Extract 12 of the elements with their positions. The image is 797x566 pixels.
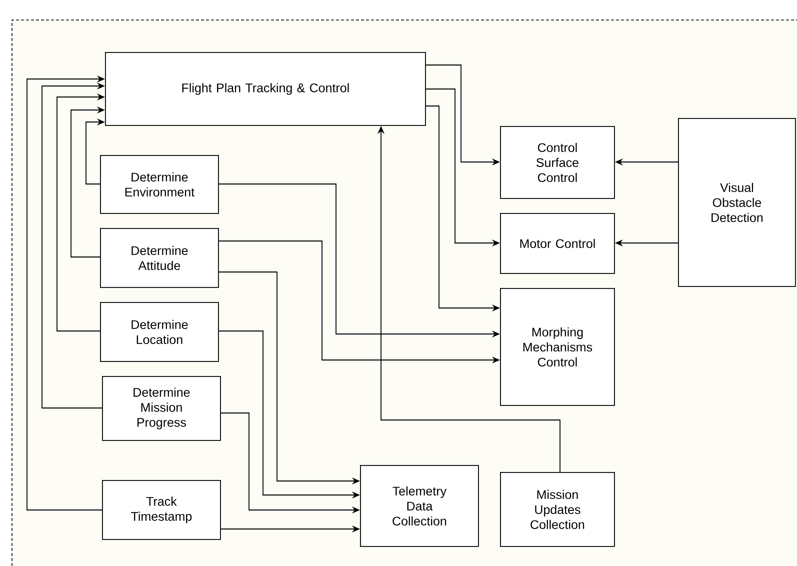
- process-box: Telemetry Data Collection: [360, 465, 479, 547]
- process-box: Determine Environment: [100, 155, 219, 214]
- process-box: Mission Updates Collection: [500, 472, 615, 547]
- process-box: Determine Mission Progress: [102, 376, 221, 441]
- process-box: Flight Plan Tracking & Control: [105, 52, 426, 126]
- process-box: Determine Location: [100, 302, 219, 362]
- process-box: Visual Obstacle Detection: [678, 118, 796, 287]
- process-box: Control Surface Control: [500, 126, 615, 199]
- process-box: Morphing Mechanisms Control: [500, 288, 615, 406]
- process-box: Determine Attitude: [100, 228, 219, 288]
- process-box: Track Timestamp: [102, 480, 221, 540]
- process-box: Motor Control: [500, 213, 615, 274]
